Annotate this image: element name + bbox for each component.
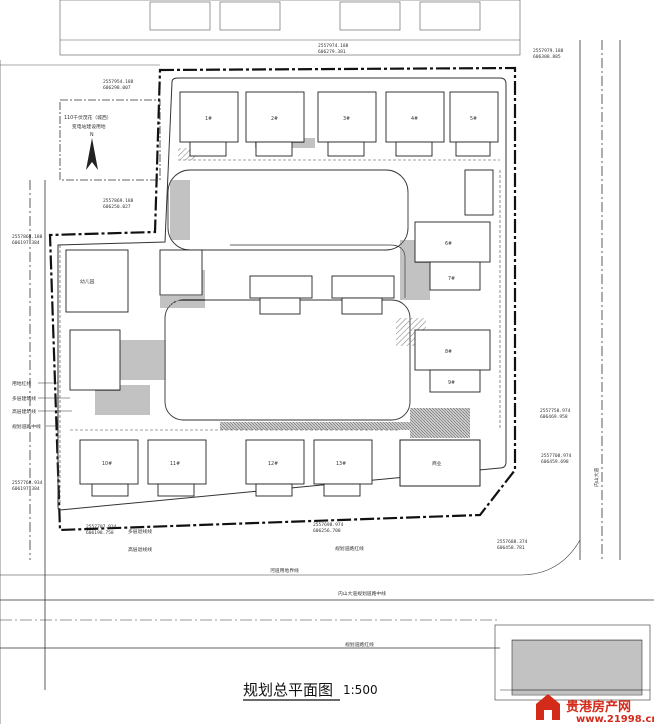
left-label-0: 用地红线 (12, 380, 31, 387)
coord-e-4: 606197.384 (12, 240, 40, 246)
commercial-label: 商业 (432, 460, 442, 467)
bottom-label-5: 规划道路红线 (345, 641, 374, 648)
bottom-building-labels: 10# 11# 12# 13# (102, 461, 346, 467)
top-building-labels: 1# 2# 3# 4# 5# (205, 116, 477, 122)
coord-n-0: 2557974.188 (318, 43, 349, 49)
coord-n-6: 2557707.934 (86, 524, 117, 530)
building-label-2: 2# (271, 116, 278, 122)
drawing-scale: 1:500 (343, 683, 378, 697)
building-label-13: 13# (336, 461, 346, 467)
left-label-1: 多层建筑线 (12, 395, 36, 402)
svg-text:N: N (90, 132, 94, 138)
substation-note-1: 110千伏茂花（城西） (64, 114, 112, 121)
substation-note-2: 变电站建设用地 (72, 123, 106, 130)
central-plaza (164, 299, 411, 421)
coord-n-10: 2557758.974 (540, 408, 571, 414)
drawing-title: 规划总平面图 (243, 681, 333, 699)
commercial-building (399, 439, 481, 487)
bottom-label-4: 内山大道规划道路中线 (338, 590, 386, 597)
coord-e-9: 606459.698 (541, 459, 569, 465)
bottom-label-3: 河道用地界线 (270, 567, 299, 574)
buildings-top-row (179, 91, 499, 157)
buildings-bottom-row (79, 439, 373, 497)
coord-n-9: 2557708.974 (541, 453, 572, 459)
coord-e-6: 606198.758 (86, 530, 114, 536)
watermark-url: www.21998.cn (576, 714, 654, 724)
inner-boundary (57, 77, 507, 511)
drawing-title-block: 规划总平面图 1:500 (243, 681, 378, 701)
elevation-detail (494, 624, 651, 701)
left-line-labels: 用地红线 多层建筑线 高层建筑线 规划道路中线 (12, 380, 72, 430)
building-label-3: 3# (343, 116, 350, 122)
coord-n-3: 2557869.188 (103, 198, 134, 204)
buildings-middle (159, 249, 395, 315)
left-label-2: 高层建筑线 (12, 408, 36, 415)
buildings-right-column (414, 169, 494, 393)
building-label-10: 10# (102, 461, 112, 467)
coord-e-10: 606469.958 (540, 414, 568, 420)
bottom-label-2: 规划道路红线 (335, 545, 364, 552)
watermark: 贵港房产网 www.21998.cn (536, 694, 654, 724)
bottom-line-labels: 多层退线线 高层退线线 规划道路红线 河道用地界线 内山大道规划道路中线 规划道… (128, 528, 386, 648)
building-label-9: 9# (448, 380, 455, 386)
north-arrow-icon: N (86, 132, 98, 170)
coord-e-3: 606250.027 (103, 204, 131, 210)
right-building-labels: 6# 7# 8# 9# (445, 241, 455, 386)
building-label-4: 4# (411, 116, 418, 122)
kindergarten-label: 幼儿园 (80, 278, 95, 285)
central-lawn (167, 169, 409, 251)
left-label-3: 规划道路中线 (12, 423, 41, 430)
coord-n-8: 2557688.374 (497, 539, 528, 545)
bottom-label-0: 多层退线线 (128, 528, 152, 535)
building-label-8: 8# (445, 349, 452, 355)
coordinate-callouts: 2557974.188 606279.381 2557979.188 60630… (12, 43, 572, 551)
coord-n-5: 2557768.934 (12, 480, 43, 486)
coord-n-4: 2557868.188 (12, 234, 43, 240)
roads (0, 40, 654, 724)
house-icon (536, 694, 560, 720)
walk-paths (59, 159, 501, 505)
building-label-11: 11# (170, 461, 180, 467)
bottom-label-1: 高层退线线 (128, 546, 152, 553)
building-label-1: 1# (205, 116, 212, 122)
coord-e-5: 606197.384 (12, 486, 40, 492)
coord-n-1: 2557979.188 (533, 48, 564, 54)
coord-e-8: 606458.781 (497, 545, 525, 551)
building-label-5: 5# (470, 116, 477, 122)
coord-e-1: 606308.885 (533, 54, 561, 60)
coord-e-0: 606279.381 (318, 49, 346, 55)
site-red-line (48, 66, 517, 532)
neighbour-buildings-top (0, 0, 521, 66)
coord-e-7: 606256.708 (313, 528, 341, 534)
coord-e-2: 606298.007 (103, 85, 131, 91)
coord-n-2: 2557954.188 (103, 79, 134, 85)
watermark-brand: 贵港房产网 (566, 699, 631, 715)
building-label-12: 12# (268, 461, 278, 467)
substation-plot: 110千伏茂花（城西） 变电站建设用地 N (59, 99, 161, 181)
coord-n-7: 2557698.974 (313, 522, 344, 528)
building-label-6: 6# (445, 241, 452, 247)
building-label-7: 7# (448, 276, 455, 282)
road-name-label: 内山大道 (593, 468, 600, 487)
kindergarten-block (65, 249, 129, 391)
